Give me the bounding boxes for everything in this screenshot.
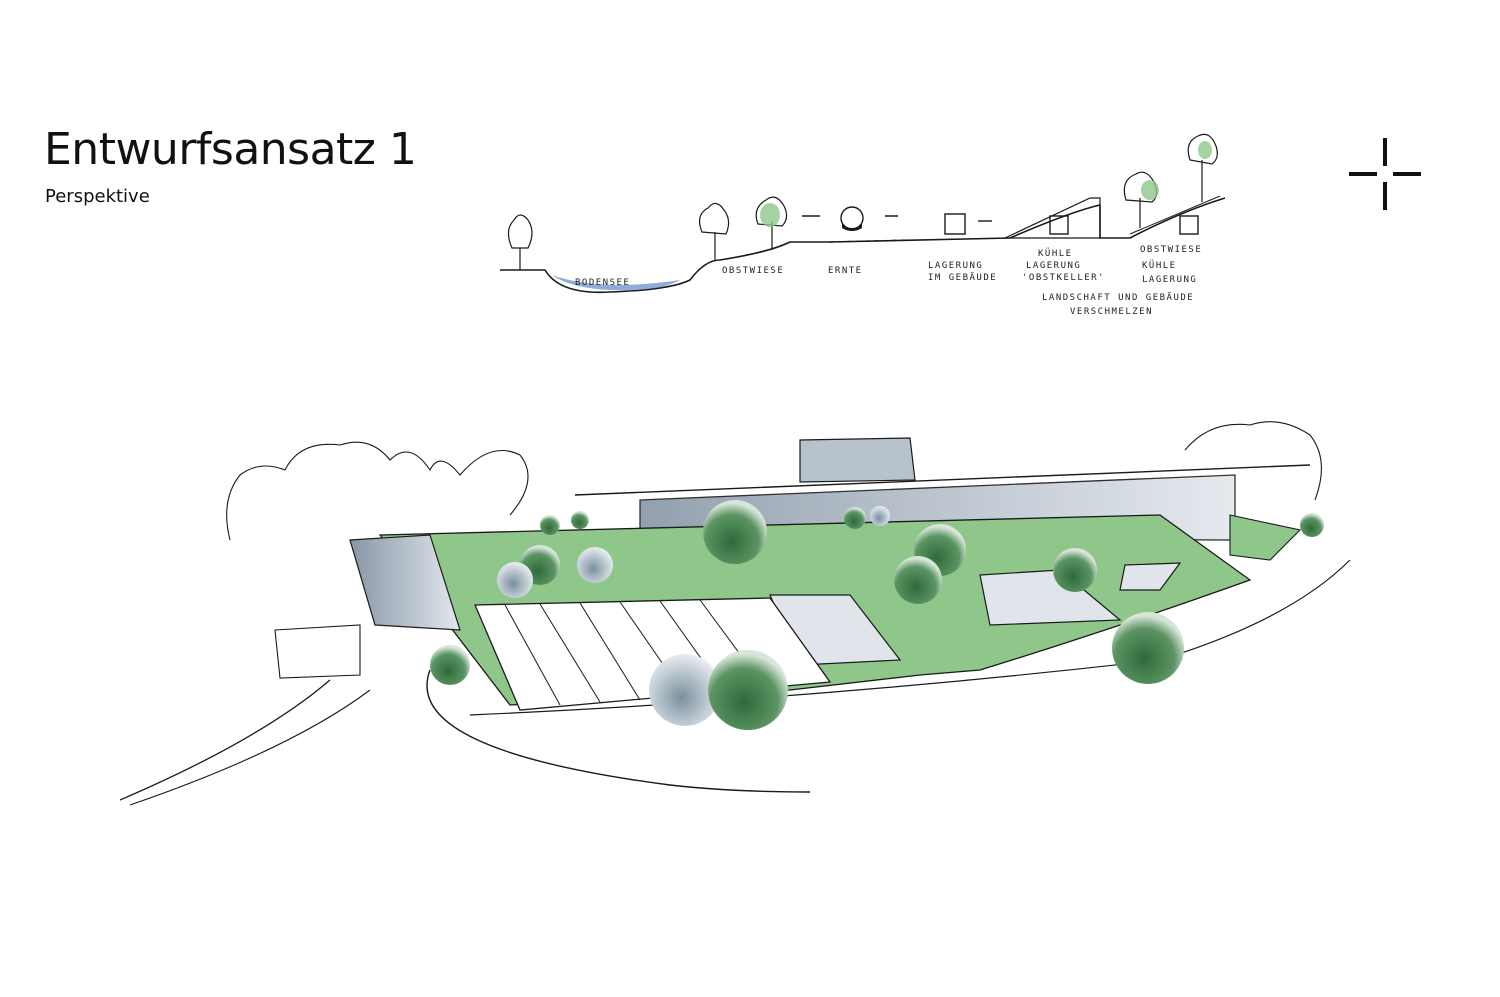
label-obstwiese2-1: OBSTWIESE [1140, 245, 1202, 255]
label-obstwiese2-3: LAGERUNG [1142, 275, 1197, 285]
tree-icon [430, 500, 1324, 730]
label-kuehle-1: KÜHLE [1038, 248, 1073, 259]
page-title: Entwurfsansatz 1 [44, 124, 417, 175]
label-lagerung-1: LAGERUNG [928, 261, 983, 271]
lake-shape [552, 275, 680, 291]
label-bodensee: BODENSEE [575, 278, 630, 288]
perspective-sketch [119, 421, 1351, 806]
label-kuehle-2: LAGERUNG [1026, 261, 1081, 271]
crate-icon [1049, 215, 1069, 235]
background-trees [226, 441, 529, 541]
label-obstwiese2-2: KÜHLE [1142, 260, 1177, 271]
section-sketch: BODENSEE OBSTWIESE ERNTE LAGERUNG IM GEB… [500, 133, 1226, 317]
label-ernte: ERNTE [828, 266, 863, 276]
label-lagerung-2: IM GEBÄUDE [928, 272, 997, 283]
label-kuehle-3: 'OBSTKELLER' [1022, 273, 1105, 283]
page-subtitle: Perspektive [45, 186, 150, 207]
label-landschaft-1: LANDSCHAFT UND GEBÄUDE [1042, 292, 1194, 303]
label-obstwiese: OBSTWIESE [722, 266, 784, 276]
crate-icon [1179, 215, 1199, 235]
crate-icon [944, 213, 966, 235]
tree-icon [507, 133, 1218, 270]
crosshair-plus-icon [1349, 138, 1421, 210]
label-landschaft-2: VERSCHMELZEN [1070, 307, 1153, 317]
